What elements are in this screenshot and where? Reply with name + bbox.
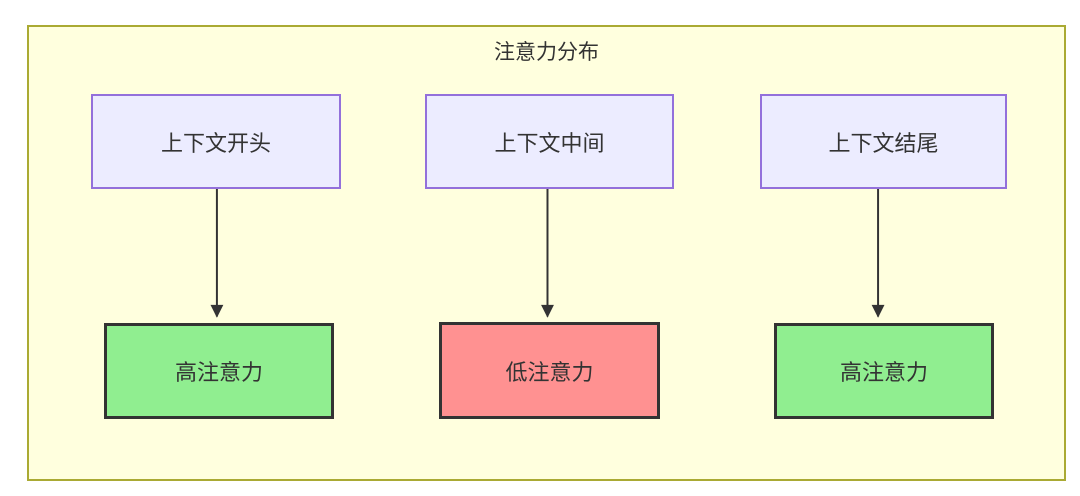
- node-high-attention-start: 高注意力: [104, 323, 334, 419]
- node-high-attention-end: 高注意力: [774, 323, 994, 419]
- node-context-end-label: 上下文结尾: [828, 130, 939, 156]
- node-context-middle: 上下文中间: [425, 94, 674, 189]
- node-high-attention-end-label: 高注意力: [839, 360, 928, 385]
- attention-distribution-cluster: 注意力分布 上下文开头 上下文中间 上下文结尾 高注意力 低注意力: [27, 25, 1066, 481]
- cluster-title: 注意力分布: [494, 41, 599, 64]
- node-low-attention-middle: 低注意力: [439, 322, 660, 419]
- node-high-attention-start-label: 高注意力: [174, 360, 263, 385]
- node-low-attention-middle-label: 低注意力: [505, 359, 594, 385]
- node-context-middle-label: 上下文中间: [494, 130, 605, 156]
- node-context-start: 上下文开头: [91, 94, 341, 189]
- node-context-end: 上下文结尾: [760, 94, 1007, 189]
- node-context-start-label: 上下文开头: [160, 130, 271, 156]
